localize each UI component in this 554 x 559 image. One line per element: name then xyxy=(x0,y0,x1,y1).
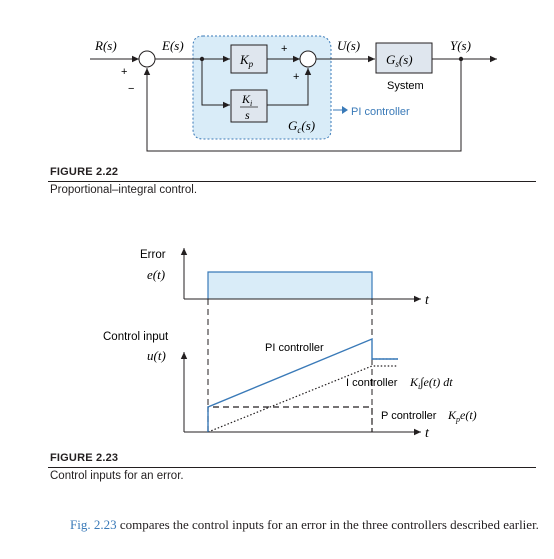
r-label: R(s) xyxy=(94,38,117,53)
sum2-plus-bottom-label: + xyxy=(293,71,299,83)
sum1-plus-label: + xyxy=(121,66,127,78)
integral-branch-line xyxy=(201,59,230,109)
ki-numerator: Ki xyxy=(241,92,252,108)
figure-2-23-rule xyxy=(48,467,536,468)
error-title: Error xyxy=(140,249,166,261)
error-pulse-line xyxy=(207,271,373,299)
sum2-plus-top-label: + xyxy=(281,43,287,55)
gs-label: Gs(s) xyxy=(386,52,413,69)
sum1-minus-label: − xyxy=(128,83,134,95)
y-label: Y(s) xyxy=(450,38,471,53)
t-label-control: t xyxy=(425,426,430,441)
p-controller-curve xyxy=(207,406,373,432)
i-controller-formula: Ki∫e(t) dt xyxy=(409,375,453,391)
system-label: System xyxy=(387,80,424,92)
error-variable: e(t) xyxy=(147,267,165,282)
ki-block xyxy=(230,89,268,123)
u-label: U(s) xyxy=(337,38,360,53)
figure-2-22-diagram: R(s) + − E(s) Kp Ki s + + U(s) Gs(s) Sys… xyxy=(90,35,497,152)
pi-controller-curve xyxy=(207,337,398,432)
i-controller-curve xyxy=(207,365,398,433)
figure-2-23-label: FIGURE 2.23 xyxy=(50,452,119,464)
figure-2-23-caption: Control inputs for an error. xyxy=(50,470,184,482)
summing-junction-1 xyxy=(138,50,156,68)
body-paragraph: Fig. 2.23 compares the control inputs fo… xyxy=(50,516,540,534)
kp-label: Kp xyxy=(239,52,254,69)
p-controller-formula: Kpe(t) xyxy=(447,408,477,424)
summing-junction-2 xyxy=(299,50,317,68)
figure-2-22-rule xyxy=(48,181,536,182)
pi-callout-arrow-icon xyxy=(342,106,348,114)
figure-2-22-label: FIGURE 2.22 xyxy=(50,166,119,178)
gc-label: Gc(s) xyxy=(288,118,315,135)
system-block xyxy=(375,42,433,74)
control-input-title: Control input xyxy=(103,331,169,343)
e-label: E(s) xyxy=(161,38,184,53)
ki-denominator: s xyxy=(245,108,250,122)
i-controller-label: I controller xyxy=(346,377,398,389)
feedback-line xyxy=(143,59,462,152)
figure-2-22-caption: Proportional–integral control. xyxy=(50,184,198,196)
control-input-variable: u(t) xyxy=(147,348,166,363)
figure-2-23-diagram: Error e(t) t Control input u(t) PI contr… xyxy=(103,248,477,441)
p-controller-label: P controller xyxy=(381,410,437,422)
pi-controller-label: PI controller xyxy=(351,106,410,118)
pi-controller-curve-label: PI controller xyxy=(265,342,324,354)
t-label-error: t xyxy=(425,293,430,308)
error-pulse-area xyxy=(208,272,372,299)
ki-out-line xyxy=(267,68,312,106)
body-text: compares the control inputs for an error… xyxy=(116,517,539,532)
figure-reference-link[interactable]: Fig. 2.23 xyxy=(70,517,117,532)
